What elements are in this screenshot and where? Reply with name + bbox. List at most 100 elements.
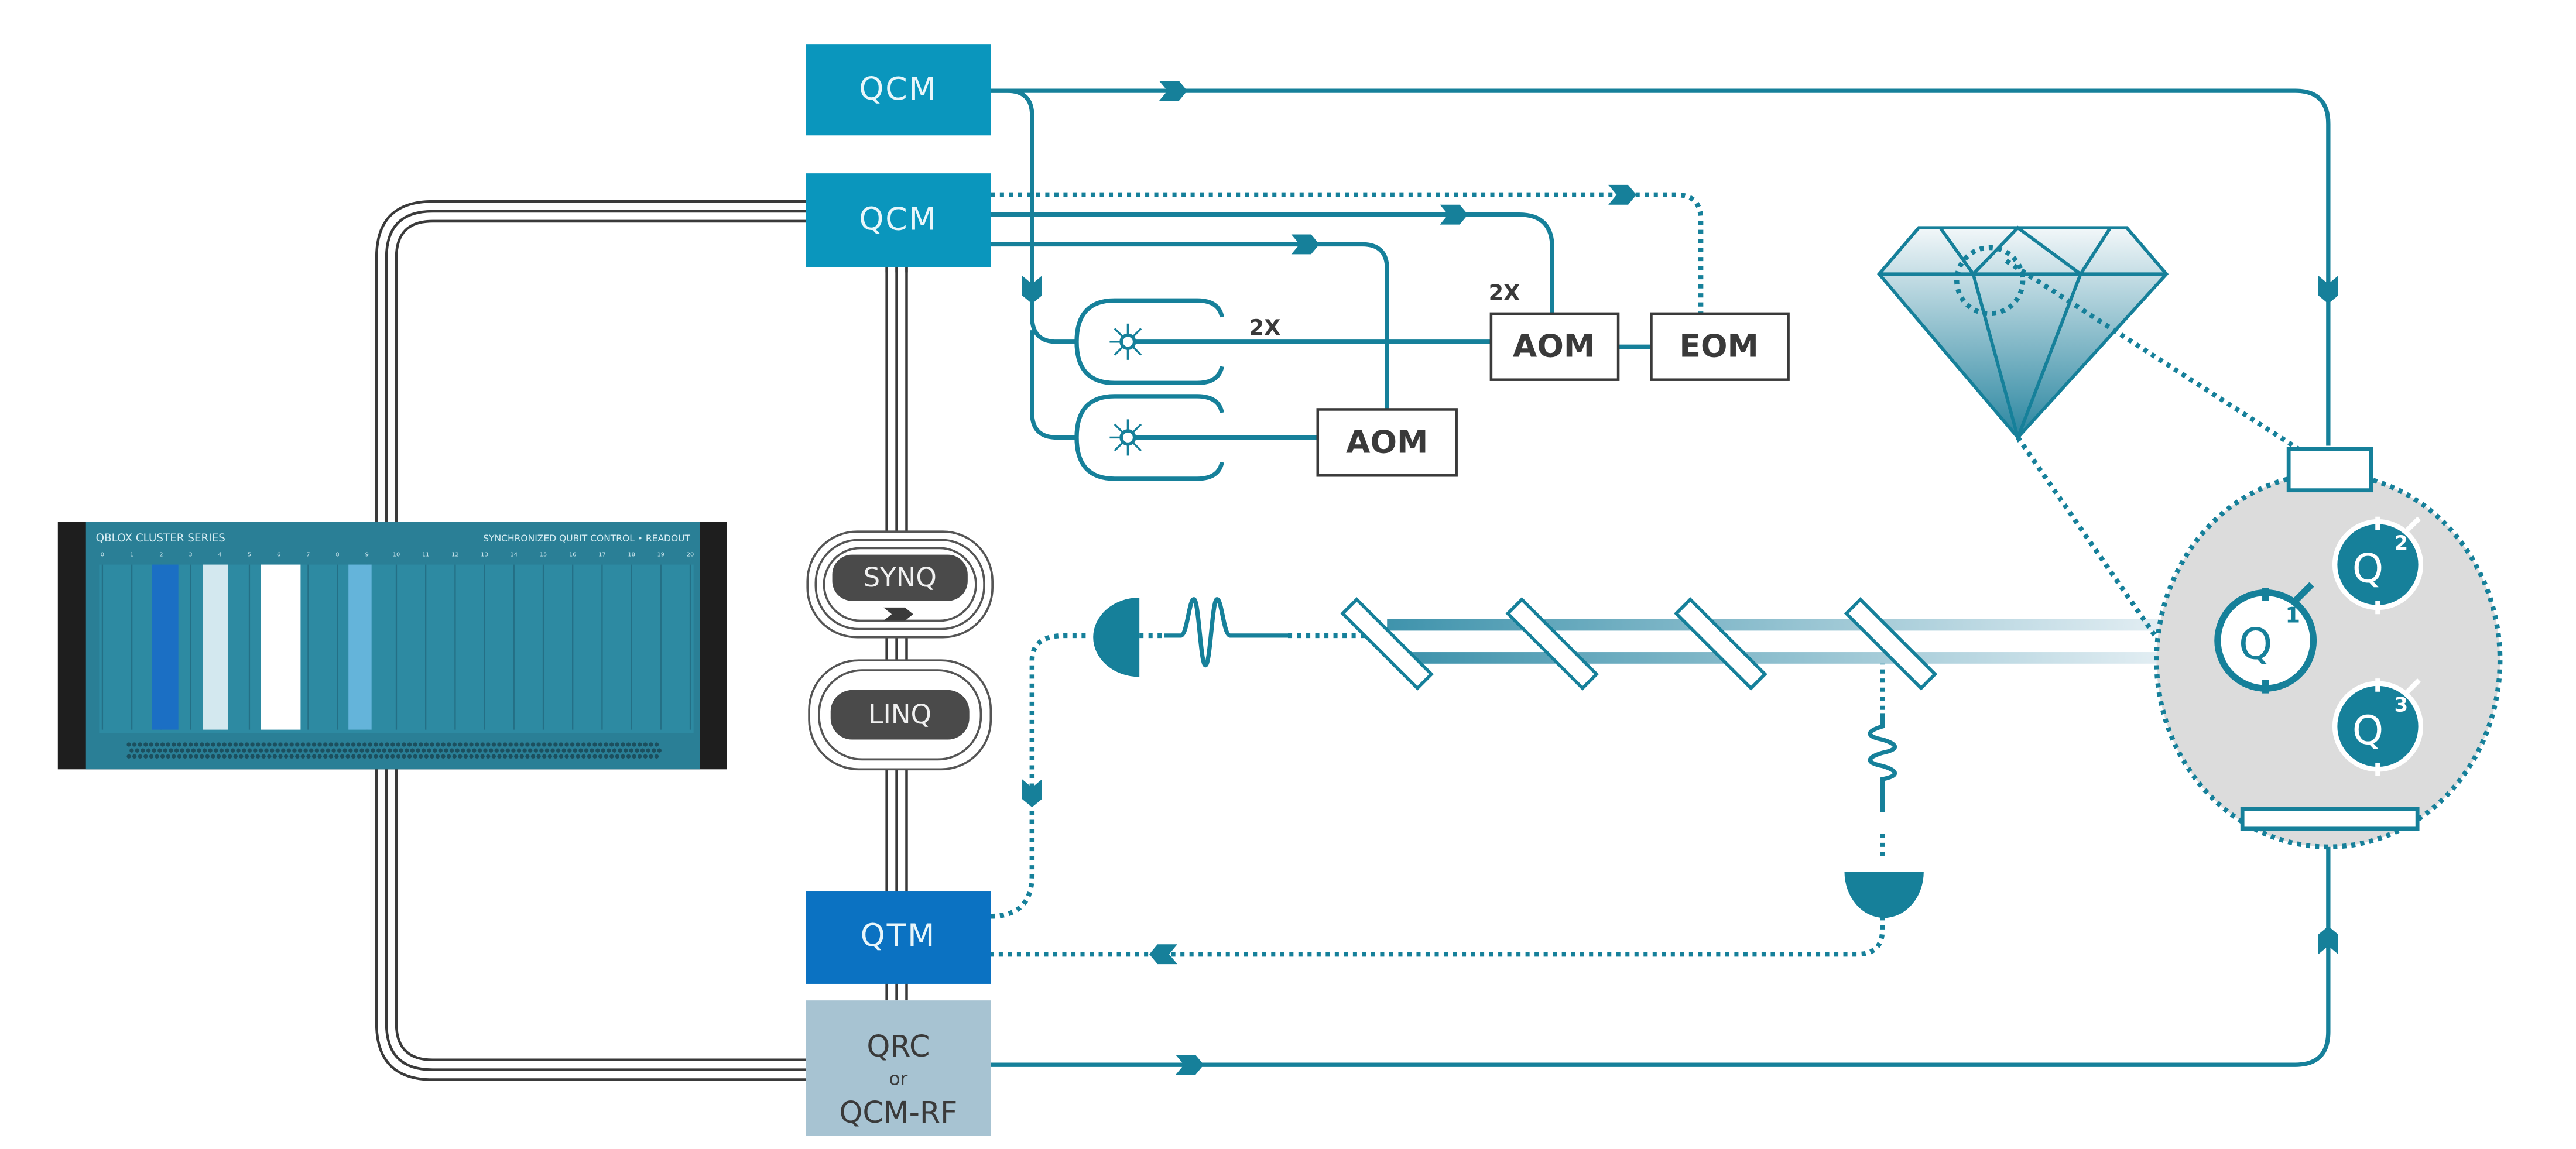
vent-hole (494, 748, 499, 753)
vent-hole (629, 748, 633, 753)
vent-hole (205, 742, 210, 747)
vent-hole (615, 742, 620, 747)
vent-hole (570, 742, 575, 747)
mirror (1674, 597, 1767, 691)
qubit-q2[interactable]: Q 2 (2332, 516, 2424, 615)
vent-hole (542, 742, 547, 747)
qubit-q3[interactable]: Q 3 (2332, 678, 2424, 776)
vent-hole (197, 748, 201, 753)
vent-hole (530, 742, 536, 747)
vent-hole (567, 748, 572, 753)
vent-hole (638, 754, 642, 759)
vent-hole (244, 754, 249, 759)
qrc-or-label: or (889, 1069, 908, 1090)
vent-hole (172, 754, 176, 759)
vent-hole (362, 754, 367, 759)
vent-hole (396, 754, 401, 759)
vent-hole (576, 742, 580, 747)
linq-label: LINQ (868, 699, 931, 730)
vent-hole (525, 742, 530, 747)
vent-hole (595, 748, 600, 753)
vent-hole (345, 754, 350, 759)
vent-hole (435, 742, 440, 747)
laser-multiplier-label: 2X (1249, 315, 1281, 340)
vent-hole (354, 748, 359, 753)
vent-hole (138, 754, 142, 759)
vent-hole (283, 754, 289, 759)
slot-number: 8 (335, 551, 339, 558)
aom-lower-box: AOM (1316, 408, 1458, 477)
vent-hole (211, 754, 215, 759)
vent-hole (376, 748, 381, 753)
vent-hole (413, 742, 417, 747)
vent-hole (542, 754, 547, 759)
vent-hole (486, 754, 491, 759)
vent-hole (188, 742, 193, 747)
slot-number: 9 (365, 551, 369, 558)
vent-hole (219, 748, 224, 753)
vent-hole (547, 742, 552, 747)
qcm-top-label: QCM (859, 70, 937, 107)
mirror (1340, 597, 1434, 691)
vent-hole (444, 748, 448, 753)
rack-brand: QBLOX CLUSTER SERIES (96, 532, 225, 544)
vent-hole (200, 742, 204, 747)
vent-hole (455, 748, 460, 753)
vent-hole (632, 754, 636, 759)
vent-hole (326, 748, 331, 753)
vent-hole (379, 754, 384, 759)
vent-hole (430, 742, 434, 747)
vent-hole (230, 748, 235, 753)
vent-hole (166, 754, 170, 759)
vent-hole (390, 742, 395, 747)
vent-hole (132, 754, 137, 759)
eom-box: EOM (1650, 312, 1790, 381)
vent-hole (544, 748, 550, 753)
qrc-module[interactable]: QRC or QCM-RF (806, 1000, 991, 1136)
vent-hole (135, 748, 140, 753)
eom-label: EOM (1679, 328, 1758, 365)
vent-hole (604, 742, 608, 747)
vent-hole (283, 742, 289, 747)
qcm-top-module[interactable]: QCM (806, 44, 991, 136)
vent-hole (472, 748, 477, 753)
laser-source-upper (1074, 298, 1224, 385)
vent-hole (466, 748, 471, 753)
vent-hole (311, 754, 317, 759)
vent-hole (314, 748, 319, 753)
aom-multiplier-label: 2X (1489, 280, 1520, 306)
vent-hole (601, 748, 606, 753)
vent-hole (626, 754, 631, 759)
vent-hole (295, 754, 300, 759)
vent-hole (564, 754, 569, 759)
vent-hole (236, 748, 241, 753)
arrow-down-icon (1022, 276, 1042, 304)
vent-hole (654, 754, 659, 759)
vent-hole (525, 754, 530, 759)
vent-hole (345, 742, 350, 747)
slot-number: 14 (511, 551, 518, 558)
vent-hole (228, 754, 232, 759)
slot-number: 6 (277, 551, 280, 558)
zoom-line (2005, 259, 2300, 637)
vent-hole (357, 742, 361, 747)
slot-number: 5 (248, 551, 251, 558)
vent-hole (309, 748, 314, 753)
vent-hole (407, 742, 412, 747)
photodetector-icon (1093, 597, 1140, 677)
vent-hole (253, 748, 258, 753)
vent-hole (561, 748, 566, 753)
vent-hole (228, 742, 232, 747)
vent-hole (416, 748, 420, 753)
vent-hole (177, 742, 182, 747)
vent-hole (281, 748, 286, 753)
mirror (1844, 597, 1938, 691)
qcm-mid-module[interactable]: QCM (806, 173, 991, 267)
qubit-q1[interactable]: Q 1 (2214, 582, 2317, 694)
vent-hole (269, 748, 275, 753)
vent-hole (208, 748, 213, 753)
qtm-module[interactable]: QTM (806, 891, 991, 984)
vent-hole (371, 748, 375, 753)
vent-hole (264, 748, 269, 753)
